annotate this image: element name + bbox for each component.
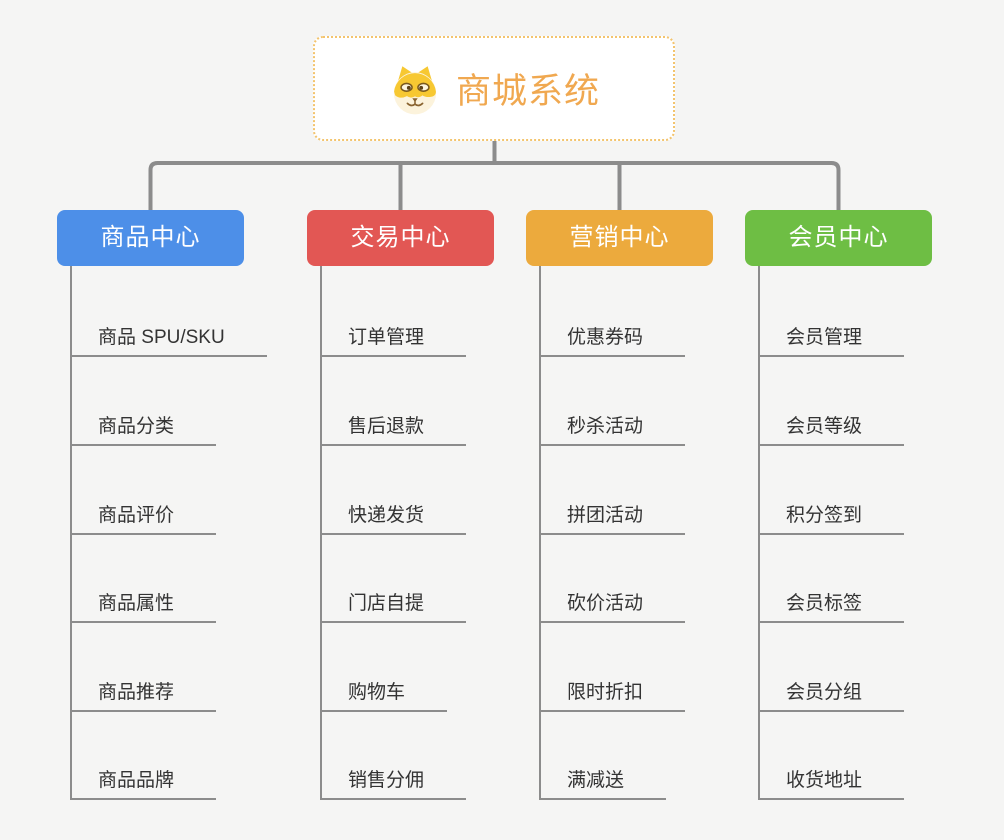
child-node[interactable]: 砍价活动: [539, 587, 686, 623]
child-node[interactable]: 商品属性: [70, 587, 217, 623]
child-node[interactable]: 会员分组: [758, 676, 905, 712]
shiba-dog-icon: [393, 65, 437, 114]
branch-node-trade[interactable]: 交易中心: [307, 210, 494, 266]
branch-column-member: 会员中心 会员管理 会员等级 积分签到 会员标签 会员分组 收货地址: [745, 0, 932, 840]
child-node[interactable]: 满减送: [539, 764, 667, 800]
branch-node-member[interactable]: 会员中心: [745, 210, 932, 266]
child-node[interactable]: 收货地址: [758, 764, 905, 800]
child-node[interactable]: 积分签到: [758, 499, 905, 535]
child-node[interactable]: 购物车: [320, 676, 448, 712]
child-node[interactable]: 会员管理: [758, 321, 905, 357]
child-node[interactable]: 拼团活动: [539, 499, 686, 535]
root-node-label: 商城系统: [455, 72, 600, 111]
branch-column-product: 商品中心 商品 SPU/SKU 商品分类 商品评价 商品属性 商品推荐 商品品牌: [57, 0, 267, 840]
child-node[interactable]: 限时折扣: [539, 676, 686, 712]
branch-node-product[interactable]: 商品中心: [57, 210, 244, 266]
branch-node-marketing[interactable]: 营销中心: [526, 210, 713, 266]
child-node[interactable]: 商品分类: [70, 410, 217, 446]
child-node[interactable]: 门店自提: [320, 587, 467, 623]
bus-line: [148, 161, 841, 212]
child-node[interactable]: 订单管理: [320, 321, 467, 357]
child-node[interactable]: 商品 SPU/SKU: [70, 321, 267, 357]
branch-column-trade: 交易中心 订单管理 售后退款 快递发货 门店自提 购物车 销售分佣: [307, 0, 494, 840]
child-node[interactable]: 售后退款: [320, 410, 467, 446]
child-node[interactable]: 销售分佣: [320, 764, 467, 800]
root-node[interactable]: 商城系统: [313, 36, 675, 141]
child-node[interactable]: 商品推荐: [70, 676, 217, 712]
child-node[interactable]: 秒杀活动: [539, 410, 686, 446]
child-node[interactable]: 商品评价: [70, 499, 217, 535]
child-node[interactable]: 会员等级: [758, 410, 905, 446]
child-node[interactable]: 会员标签: [758, 587, 905, 623]
child-node[interactable]: 快递发货: [320, 499, 467, 535]
child-node[interactable]: 优惠券码: [539, 321, 686, 357]
child-node[interactable]: 商品品牌: [70, 764, 217, 800]
branch-column-marketing: 营销中心 优惠券码 秒杀活动 拼团活动 砍价活动 限时折扣 满减送: [526, 0, 713, 840]
